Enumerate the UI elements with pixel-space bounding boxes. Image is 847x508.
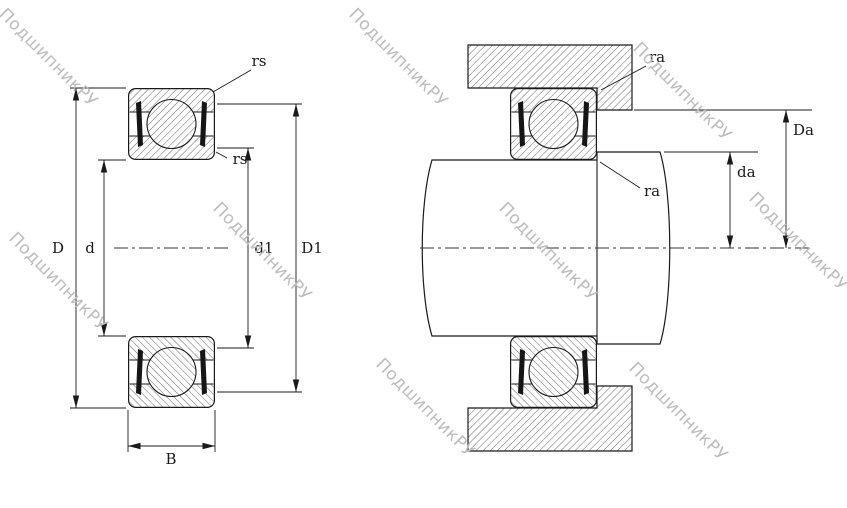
leader-rs-top bbox=[212, 69, 252, 93]
leader-ra-top bbox=[600, 65, 647, 91]
dimension-B bbox=[127, 410, 216, 452]
dim-label-D1: D1 bbox=[301, 239, 323, 257]
dimension-D1 bbox=[217, 103, 302, 393]
dimension-D bbox=[70, 87, 126, 409]
dim-label-D: D bbox=[52, 239, 64, 257]
dimension-Da bbox=[634, 109, 812, 248]
dim-label-ra-shaft: ra bbox=[644, 182, 660, 200]
dim-label-ra-top: ra bbox=[649, 48, 665, 66]
dim-label-d: d bbox=[85, 239, 95, 257]
leader-rs-inner bbox=[215, 151, 228, 159]
housing-bottom bbox=[467, 385, 633, 452]
right-view-mounted-bearing: ra ra Da da bbox=[420, 44, 814, 452]
dimension-da bbox=[664, 151, 758, 248]
dim-label-da: da bbox=[737, 163, 756, 181]
bearing-section-top-right bbox=[511, 89, 597, 160]
dimension-d1 bbox=[217, 147, 254, 349]
dim-label-B: B bbox=[165, 450, 176, 468]
dim-label-rs-top: rs bbox=[252, 52, 267, 70]
dim-label-Da: Da bbox=[793, 121, 814, 139]
bearing-section-bottom-right bbox=[511, 337, 597, 408]
left-view-bearing-section: D d d1 D1 bbox=[52, 52, 323, 468]
dimension-d bbox=[98, 159, 126, 337]
leader-ra-shaft bbox=[599, 161, 641, 189]
bearing-section-top bbox=[129, 89, 215, 160]
bearing-section-bottom bbox=[129, 337, 215, 408]
dim-label-rs-inner: rs bbox=[233, 150, 248, 168]
dim-label-d1: d1 bbox=[254, 239, 273, 257]
